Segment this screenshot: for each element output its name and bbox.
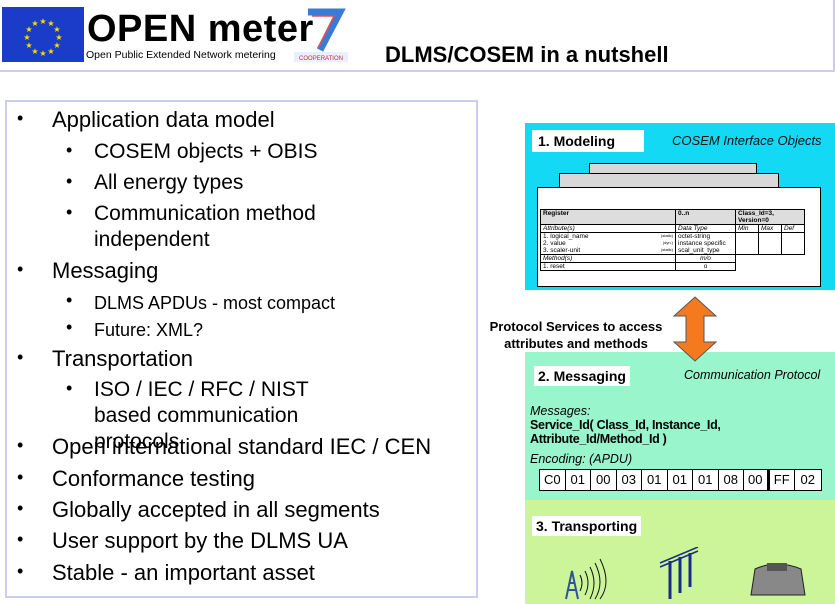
bullet-item: DLMS APDUs - most compact [94,293,336,313]
bullet-dot-icon: • [17,498,24,518]
apdu-byte: 08 [719,470,744,490]
max-header: Max [758,224,782,233]
svg-text:★: ★ [23,33,30,42]
svg-text:★: ★ [47,19,54,28]
svg-text:★: ★ [39,17,46,26]
stacked-object-tab [559,173,779,188]
svg-text:★: ★ [47,47,54,56]
encoding-label: Encoding: (APDU) [530,452,633,466]
messages-label: Messages: [530,404,591,418]
messages-value: Service_Id( Class_Id, Instance_Id, Attri… [530,418,721,446]
apdu-byte: 01 [693,470,719,490]
method-header: Method(s) [540,254,676,263]
bullet-item: Conformance testing [52,466,255,491]
bullet-dot-icon: • [66,290,73,310]
bullet-dot-icon: • [66,317,73,337]
apdu-byte: 00 [591,470,617,490]
protocol-services-label: Protocol Services to access attributes a… [489,319,663,351]
svg-text:★: ★ [53,41,60,50]
logo-subtitle: Open Public Extended Network metering [86,49,276,61]
bullet-dot-icon: • [17,529,24,549]
eu-flag-logo: ★★★★★★★★★★★★ [2,7,84,62]
bullet-item: Open international standard IEC / CEN [52,434,432,459]
header [0,0,835,72]
cooperation-text: COOPERATION [299,56,343,62]
attribute-cell: 1. logical_name (static)2. value (dyn.)3… [540,232,676,255]
messaging-label: 2. Messaging [534,366,630,386]
bullet-item: COSEM objects + OBIS [94,140,318,163]
double-arrow-icon [672,296,718,362]
telephone-icon [750,563,806,596]
min-header: Min [735,224,759,233]
fp7-cooperation-logo: COOPERATION [294,8,348,62]
bullet-item: ISO / IEC / RFC / NIST based communicati… [94,378,309,453]
slide-title: DLMS/COSEM in a nutshell [385,42,669,67]
svg-text:★: ★ [31,47,38,56]
modeling-label: 1. Modeling [532,130,644,152]
type-header: Data Type [675,224,736,233]
def-header: Def [781,224,805,233]
bullet-dot-icon: • [17,467,24,487]
class-name: Register [540,209,676,225]
class-info: Class_Id=3, Version=0 [735,209,805,225]
method-cell: 1. reset [540,262,676,271]
bullet-dot-icon: • [66,140,73,160]
bullet-item: Stable - an important asset [52,560,315,585]
svg-text:★: ★ [31,19,38,28]
bullet-dot-icon: • [66,378,73,398]
attr-header: Attribute(s) [540,224,676,233]
apdu-byte: 00 [744,470,770,490]
messaging-subtitle: Communication Protocol [684,368,821,382]
bullet-dot-icon: • [17,347,24,367]
svg-text:★: ★ [39,49,46,58]
apdu-byte: 01 [642,470,668,490]
bullet-item: Communication method independent [94,202,316,251]
bullet-item: Future: XML? [94,320,204,340]
apdu-byte: 02 [800,472,815,487]
modeling-subtitle: COSEM Interface Objects [672,133,822,148]
svg-text:★: ★ [53,25,60,34]
bullet-dot-icon: • [17,259,24,279]
bullet-item: Transportation [52,346,194,371]
mo-header: m/o [675,254,736,263]
apdu-byte: 01 [668,470,693,490]
apdu-byte: FF [770,470,795,490]
logo-title: OPEN meter [87,8,314,50]
bullet-dot-icon: • [17,108,24,128]
bullet-item: All energy types [94,171,244,194]
bullet-dot-icon: • [17,561,24,581]
bullet-dot-icon: • [17,435,24,455]
mo-cell: o [675,262,736,271]
svg-text:★: ★ [55,33,62,42]
radio-tower-icon [565,558,607,600]
power-line-icon [659,547,699,599]
bullet-panel [5,100,478,598]
cardinality: 0..n [675,209,736,225]
bullet-item: Messaging [52,258,159,283]
apdu-byte: C0 [540,470,566,490]
transporting-label: 3. Transporting [532,516,642,536]
bullet-dot-icon: • [66,202,73,222]
bullet-item: Application data model [52,107,275,132]
bullet-dot-icon: • [66,171,73,191]
apdu-byte: 03 [617,470,642,490]
bullet-item: User support by the DLMS UA [52,528,348,553]
bullet-item: Globally accepted in all segments [52,497,380,522]
svg-text:★: ★ [25,25,32,34]
apdu-byte: 01 [566,470,591,490]
svg-text:★: ★ [25,41,32,50]
